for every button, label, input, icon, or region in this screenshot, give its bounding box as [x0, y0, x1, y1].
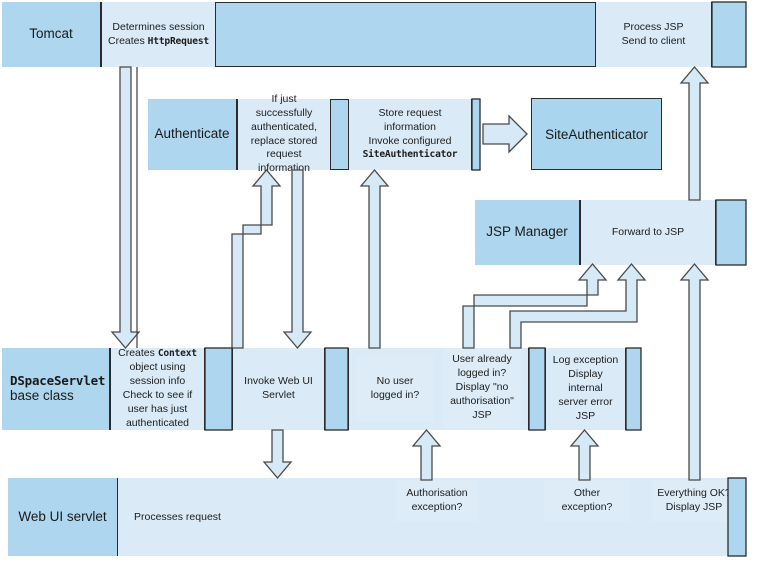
arrow-no-user-to-forward-jsp	[462, 262, 608, 349]
arrow-tomcat-to-dspace	[110, 66, 141, 350]
node-other-exception: Other exception?	[544, 480, 630, 522]
arrow-invoke-web-ui-to-servlet	[262, 429, 293, 480]
creates-context-prefix: Creates	[118, 347, 158, 360]
context-token: Context	[157, 348, 197, 360]
node-if-just-successfully: If just successfully authenticated, repl…	[237, 93, 331, 174]
arrow-other-exception-up	[569, 428, 600, 481]
node-authorisation-exception: Authorisation exception?	[396, 480, 478, 522]
site-authenticator-token: SiteAuthenticator	[362, 148, 458, 160]
node-log-exception: Log exception Display internal server er…	[545, 348, 626, 430]
determines-session-line2: Creates HttpRequest	[108, 35, 209, 49]
arrow-user-already-to-forward-jsp	[509, 262, 647, 349]
arrow-if-just-to-invoke-web-ui	[282, 169, 313, 350]
node-process-jsp: Process JSP Send to client	[595, 2, 712, 67]
lane-label-dspace-servlet: DSpaceServlet base class	[2, 348, 110, 430]
band-tail-dspace-d	[625, 347, 642, 431]
node-creates-context: Creates Context object using session inf…	[110, 347, 205, 430]
store-request-line1: Store request information	[378, 107, 442, 134]
site-authenticator-label: SiteAuthenticator	[545, 126, 648, 142]
band-tail-web-ui	[727, 477, 747, 557]
node-processes-request: Processes request	[130, 505, 240, 531]
band-tail-dspace-b	[324, 347, 349, 431]
arrow-authorisation-exception-up	[411, 428, 442, 481]
band-tail-dspace-a	[204, 347, 233, 431]
lane-label-authenticate: Authenticate	[148, 99, 237, 170]
arrow-jsp-manager-to-process-jsp	[679, 65, 710, 201]
band-tail-jsp-manager	[715, 199, 747, 266]
lane-label-web-ui-servlet-text: Web UI servlet	[18, 508, 107, 524]
node-everything-ok: Everything OK? Display JSP	[652, 480, 736, 522]
store-request-line2: Invoke configured	[368, 135, 452, 148]
forward-to-jsp-label: Forward to JSP	[611, 225, 685, 238]
arrow-dspace-to-store-request	[359, 168, 390, 349]
lane-label-web-ui-servlet: Web UI servlet	[8, 478, 118, 556]
node-store-request-information: Store request information Invoke configu…	[348, 99, 472, 170]
determines-session-line1: Determines session	[112, 20, 205, 33]
lane-label-authenticate-text: Authenticate	[154, 126, 230, 142]
arrow-store-request-to-site-authenticator	[482, 114, 528, 154]
node-determines-session: Determines session Creates HttpRequest	[101, 2, 216, 67]
lane-label-tomcat-text: Tomcat	[29, 26, 73, 42]
http-request-token: HttpRequest	[147, 35, 210, 47]
dspace-servlet-mono: DSpaceServlet	[10, 372, 106, 388]
creates-prefix: Creates	[107, 34, 148, 47]
node-forward-to-jsp: Forward to JSP	[580, 200, 716, 265]
band-tail-authenticate	[471, 98, 481, 171]
node-site-authenticator: SiteAuthenticator	[531, 98, 662, 170]
lane-label-jsp-manager: JSP Manager	[475, 200, 580, 265]
band-tail-tomcat	[711, 1, 747, 68]
lane-label-jsp-manager-text: JSP Manager	[486, 224, 568, 240]
node-user-already-logged-in: User already logged in? Display "no auth…	[443, 348, 521, 428]
band-tail-dspace-c	[528, 347, 546, 431]
dspace-servlet-rest: base class	[10, 388, 74, 404]
arrow-everything-ok-to-forward-jsp	[679, 262, 710, 481]
node-no-user-logged-in: No user logged in?	[356, 356, 434, 422]
arrow-elbow-to-if-just-successfully	[231, 168, 282, 349]
creates-context-rest: object using session info Check to see i…	[122, 361, 193, 429]
creates-context-line1: Creates Context	[118, 347, 197, 361]
lane-label-tomcat: Tomcat	[2, 2, 101, 67]
